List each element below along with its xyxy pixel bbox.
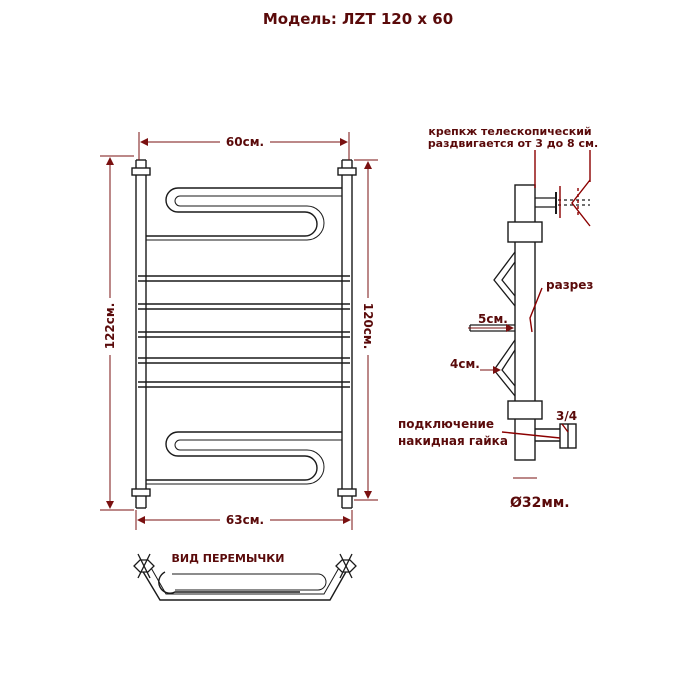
upper-bracket <box>493 251 516 307</box>
left-height-label: 122см. <box>103 303 117 350</box>
left-post <box>135 159 147 509</box>
thread-leader <box>561 423 569 433</box>
mount-label-line2: раздвигается от 3 до 8 см. <box>428 137 598 150</box>
telescopic-mount <box>535 192 590 214</box>
connection-leader <box>501 431 561 439</box>
dim-bottom-width <box>135 510 353 530</box>
front-view: 60см. 63см. 122см. 120см. <box>100 132 378 530</box>
lower-bracket <box>493 339 516 397</box>
side-collars <box>507 221 543 420</box>
dim-right-height <box>354 159 378 501</box>
jumper-nodes <box>133 553 357 579</box>
top-serpentine <box>146 187 342 241</box>
model-title: Модель: ЛZТ 120 х 60 <box>263 10 453 28</box>
right-post <box>341 159 353 509</box>
thread-label: 3/4 <box>556 409 577 423</box>
bottom-width-label: 63см. <box>226 513 264 527</box>
connection-label-line1: подключение <box>398 417 494 431</box>
section-label: разрез <box>546 278 593 292</box>
right-height-label: 120см. <box>361 303 375 350</box>
side-post <box>514 184 536 461</box>
bottom-serpentine <box>146 431 342 485</box>
jumper-view-label: ВИД ПЕРЕМЫЧКИ <box>172 552 285 565</box>
straight-rails <box>138 275 350 388</box>
connection-label-line2: накидная гайка <box>398 434 508 448</box>
dim-left-height <box>100 155 134 511</box>
dim-4-label: 4см. <box>450 357 480 371</box>
side-view: разрез 5см. 4см. крепкж телескопический … <box>398 125 598 511</box>
section-leader <box>529 287 543 333</box>
mount-wall-bracket <box>559 179 591 227</box>
jumper-frame <box>141 565 348 601</box>
diameter-label: Ø32мм. <box>510 495 570 511</box>
mount-clamps <box>131 167 357 497</box>
top-width-label: 60см. <box>226 135 264 149</box>
mount-leader <box>534 150 591 188</box>
mount-label-line1: крепкж телескопический <box>428 125 591 138</box>
dim-top-width <box>138 132 350 160</box>
dim-5-label: 5см. <box>478 312 508 326</box>
jumper-view: ВИД ПЕРЕМЫЧКИ <box>133 552 357 601</box>
connection-nut <box>535 423 577 449</box>
